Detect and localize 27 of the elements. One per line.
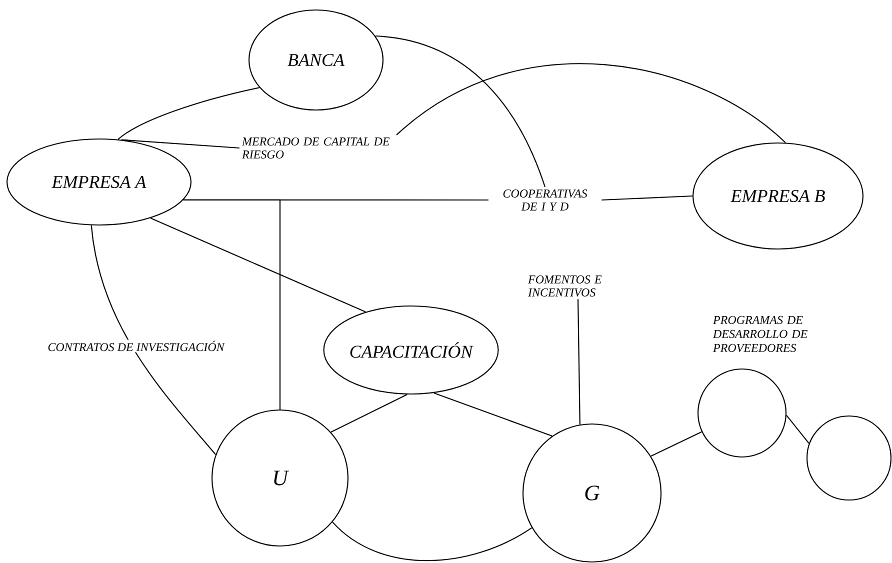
circle-node: G bbox=[522, 423, 662, 563]
connector-line bbox=[330, 394, 408, 433]
connector-line bbox=[183, 199, 281, 410]
ellipse-node: CAPACITACIÓN bbox=[323, 305, 499, 395]
connector-line bbox=[121, 139, 240, 149]
connector-line bbox=[786, 415, 810, 444]
ellipse-node: BANCA bbox=[248, 9, 384, 111]
connector-line bbox=[90, 225, 216, 455]
circle-node bbox=[697, 368, 787, 458]
edge-label: CONTRATOS DE INVESTIGACIÓN bbox=[46, 340, 226, 352]
connector-line bbox=[434, 392, 552, 437]
connector-line bbox=[396, 63, 786, 144]
connector-line bbox=[650, 431, 702, 457]
connector-line bbox=[332, 522, 532, 562]
connector-line bbox=[118, 87, 260, 140]
connector-line bbox=[375, 35, 546, 188]
circle-node: U bbox=[211, 409, 349, 547]
node-caption: PROGRAMAS DE DESARROLLO DE PROVEEDORES bbox=[712, 316, 808, 352]
ellipse-node: EMPRESA A bbox=[6, 138, 192, 226]
ellipse-node: EMPRESA B bbox=[692, 142, 864, 250]
text-label: FOMENTOS E INCENTIVOS bbox=[528, 275, 602, 297]
connector-line bbox=[602, 195, 692, 201]
text-label: COOPERATIVAS DE I Y D bbox=[503, 190, 588, 210]
text-label: MERCADO DE CAPITAL DE RIESGO bbox=[242, 137, 390, 159]
connector-line bbox=[577, 299, 580, 425]
circle-node bbox=[806, 415, 892, 501]
connector-line bbox=[150, 218, 366, 312]
